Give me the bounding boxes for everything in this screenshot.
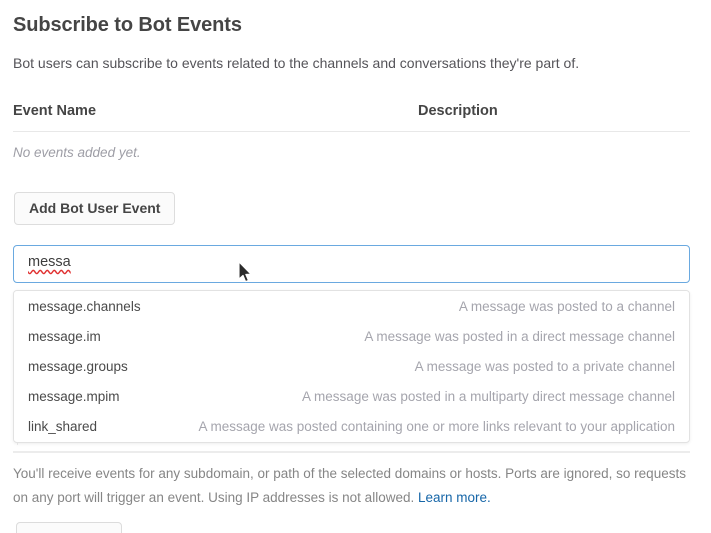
section-divider (13, 451, 690, 453)
table-header-divider (13, 131, 690, 132)
event-search-input[interactable] (13, 245, 690, 283)
dropdown-item-description: A message was posted to a private channe… (414, 358, 675, 374)
dropdown-item-description: A message was posted containing one or m… (198, 418, 675, 434)
dropdown-item[interactable]: message.groups A message was posted to a … (14, 351, 689, 381)
footnote-text: You'll receive events for any subdomain,… (13, 462, 693, 510)
dropdown-item-name: message.groups (28, 358, 128, 374)
column-header-event-name: Event Name (13, 103, 97, 119)
dropdown-item-description: A message was posted in a multiparty dir… (302, 388, 675, 404)
dropdown-item-name: link_shared (28, 418, 98, 434)
learn-more-link[interactable]: Learn more. (417, 490, 491, 505)
dropdown-item[interactable]: link_shared A message was posted containi… (14, 411, 689, 441)
empty-state-text: No events added yet. (13, 145, 141, 160)
dropdown-item-name: message.im (28, 328, 101, 344)
dropdown-item[interactable]: message.mpim A message was posted in a mu… (14, 381, 689, 411)
dropdown-item-description: A message was posted to a channel (458, 298, 675, 314)
dropdown-item-name: message.mpim (28, 388, 120, 404)
dropdown-item[interactable]: message.channels A message was posted to … (14, 291, 689, 321)
column-header-description: Description (418, 103, 498, 119)
dropdown-item-description: A message was posted in a direct message… (364, 328, 675, 344)
bottom-partial-button[interactable] (16, 522, 122, 533)
add-bot-user-event-button[interactable]: Add Bot User Event (14, 192, 176, 225)
events-table-header: Event Name Description (13, 103, 690, 125)
page-title: Subscribe to Bot Events (13, 14, 242, 36)
page-subtitle: Bot users can subscribe to events relate… (13, 55, 580, 71)
event-suggestions-dropdown[interactable]: message.channels A message was posted to … (13, 290, 690, 443)
dropdown-item[interactable]: message.im A message was posted in a dire… (14, 321, 689, 351)
footnote-body: You'll receive events for any subdomain,… (13, 466, 686, 505)
dropdown-item-name: message.channels (28, 298, 141, 314)
